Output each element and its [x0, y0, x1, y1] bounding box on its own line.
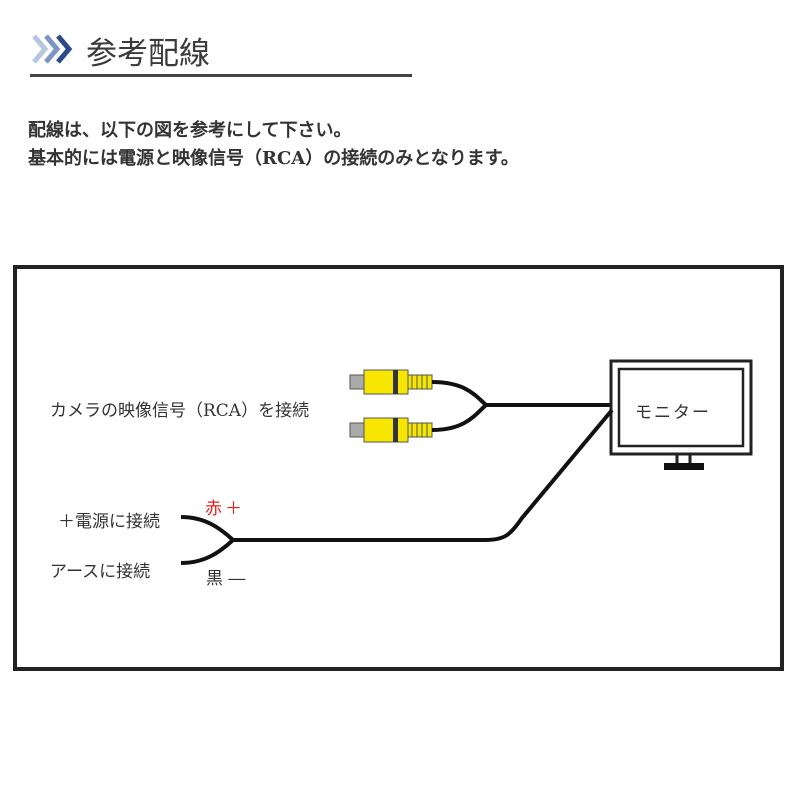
power-cable: [180, 408, 614, 565]
rca-cable: [431, 380, 612, 432]
monitor-icon: [609, 359, 753, 470]
monitor-label: モニター: [635, 403, 711, 423]
wiring-diagram-frame: [13, 265, 784, 671]
intro-line-2: 基本的には電源と映像信号（RCA）の接続のみとなります。: [28, 148, 519, 169]
triple-chevron-icon: [32, 34, 73, 64]
rca-connection-label: カメラの映像信号（RCA）を接続: [50, 401, 310, 421]
rca-plug-bottom: [349, 417, 433, 443]
page-title: 参考配線: [86, 36, 210, 72]
ground-connection-label: アースに接続: [50, 562, 151, 582]
intro-line-1: 配線は、以下の図を参考にして下さい。: [28, 120, 352, 141]
black-wire-label: 黒 ―: [206, 569, 246, 589]
red-wire-label: 赤＋: [205, 499, 245, 519]
power-connection-label: ＋電源に接続: [58, 512, 160, 532]
title-divider: [30, 74, 412, 77]
rca-plug-top: [349, 369, 433, 395]
